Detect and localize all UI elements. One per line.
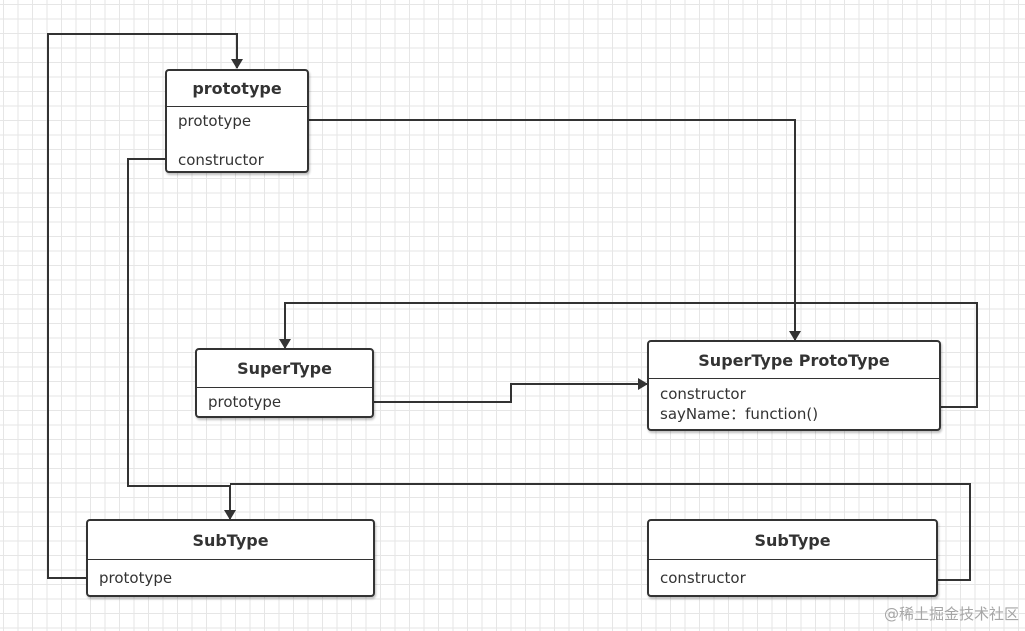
supertype-prototype-box-title: SuperType ProtoType xyxy=(649,342,939,379)
edge-supertype-prototype-to-supertype-prototype-box xyxy=(373,378,648,403)
subtype-left-box-title: SubType xyxy=(88,521,373,560)
supertype-box: SuperType prototype xyxy=(195,348,374,418)
edge-supertype-prototype-constructor-to-supertype xyxy=(279,302,978,408)
edge-prototype-to-supertype-prototype xyxy=(309,119,801,341)
subtype-right-box-title: SubType xyxy=(649,521,936,560)
watermark-text: @稀土掘金技术社区 xyxy=(883,605,1019,623)
subtype-left-box: SubType prototype xyxy=(86,519,375,597)
prototype-box-field-prototype: prototype xyxy=(178,112,252,130)
supertype-prototype-box: SuperType ProtoType constructor sayName：… xyxy=(647,340,941,431)
edge-constructor-to-subtype xyxy=(127,158,236,520)
subtype-left-box-field-prototype: prototype xyxy=(99,569,173,587)
subtype-right-box-field-constructor: constructor xyxy=(660,569,746,587)
supertype-box-title: SuperType xyxy=(197,350,372,388)
supertype-prototype-box-field-constructor: constructor xyxy=(660,385,746,403)
prototype-box: prototype prototype constructor xyxy=(165,69,309,173)
subtype-right-box: SubType constructor xyxy=(647,519,938,597)
supertype-box-field-prototype: prototype xyxy=(208,393,282,411)
edge-subtype-prototype-to-prototype-box xyxy=(47,33,243,579)
edge-subtype-right-constructor xyxy=(230,483,971,581)
prototype-box-field-constructor: constructor xyxy=(178,151,264,169)
prototype-box-title: prototype xyxy=(167,71,307,107)
supertype-prototype-box-field-sayname: sayName：function() xyxy=(660,405,819,423)
